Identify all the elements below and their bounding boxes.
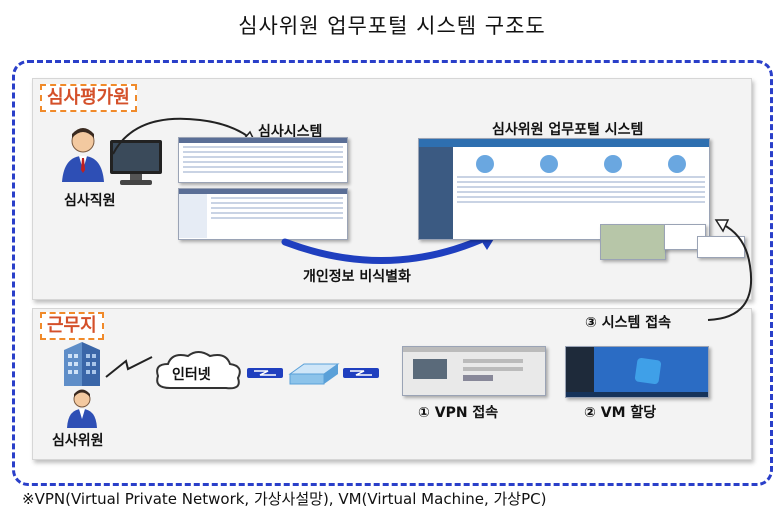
review-system-screen-1 — [178, 137, 348, 183]
vpn-login-screen — [402, 346, 546, 396]
internet-cloud-icon — [156, 351, 241, 390]
review-system-label: 심사시스템 — [258, 124, 323, 140]
step1-vpn-label: ① VPN 접속 — [418, 405, 499, 421]
vpn-device-icon — [288, 363, 340, 385]
system-access-arrow — [707, 219, 753, 321]
review-system-screen-2 — [178, 188, 348, 240]
outer-dashed-border — [12, 60, 773, 486]
portal-system-label: 심사위원 업무포털 시스템 — [492, 122, 644, 138]
network-link-icon — [105, 356, 153, 378]
monitor-icon — [110, 140, 162, 185]
diagram-title: 심사위원 업무포털 시스템 구조도 — [238, 14, 546, 38]
vpn-connector-left-icon — [247, 368, 283, 378]
step2-vm-label: ② VM 할당 — [584, 405, 657, 421]
reviewer-label: 심사위원 — [52, 433, 104, 449]
vm-desktop-screen — [565, 346, 709, 398]
internet-label: 인터넷 — [172, 367, 211, 383]
footnote: ※VPN(Virtual Private Network, 가상사설망), VM… — [22, 490, 547, 508]
portal-screen — [418, 138, 710, 240]
staff-person-icon — [62, 128, 104, 182]
workplace-tag: 근무지 — [40, 312, 104, 340]
reviewer-staff-label: 심사직원 — [64, 193, 116, 209]
reviewer-person-icon — [67, 389, 97, 428]
vpn-connector-right-icon — [343, 368, 379, 378]
hira-tag: 심사평가원 — [40, 84, 137, 112]
step3-access-label: ③ 시스템 접속 — [585, 315, 672, 331]
building-icon — [64, 342, 100, 386]
portal-popup-1 — [600, 224, 666, 260]
anonymization-label: 개인정보 비식별화 — [303, 269, 411, 285]
